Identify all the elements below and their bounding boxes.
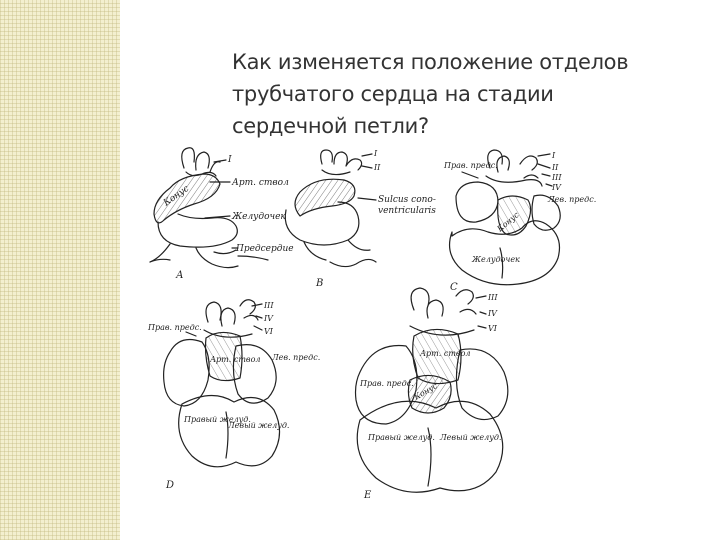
panel-b-sulcus-label-1: Sulcus cono- — [378, 195, 436, 205]
panel-d-roman-III: III — [263, 301, 274, 310]
panel-e-heart — [354, 287, 509, 493]
panel-d-right-ventricle-label: Правый желуд. — [183, 415, 251, 424]
panel-e-left-ventricle-label: Левый желуд. — [439, 433, 501, 442]
panel-e-trunk-label: Арт. ствол — [419, 349, 470, 358]
panel-a-letter: А — [175, 270, 184, 281]
panel-b-roman-II: II — [373, 163, 381, 172]
panel-b-embryonic-heart — [284, 149, 377, 268]
title-line-1: Как изменяется положение отделов — [232, 50, 629, 74]
panel-c-roman-II: II — [551, 163, 559, 172]
panel-e-right-atrium-label: Прав. предс. — [359, 379, 414, 388]
panel-c-roman-I: I — [551, 151, 556, 160]
panel-d-left-ventricle-label: Левый желуд. — [227, 421, 289, 430]
panel-e-right-ventricle-label: Правый желуд. — [367, 433, 435, 442]
panel-c-roman-III: III — [551, 173, 562, 182]
panel-a-trunk-label: Арт. ствол — [231, 178, 289, 188]
panel-d-letter: D — [165, 480, 174, 491]
panel-b-letter: В — [315, 278, 323, 289]
slide-title: Как изменяется положение отделов трубчат… — [232, 46, 652, 142]
panel-e-roman-III: III — [487, 293, 498, 302]
panel-e-roman-IV: IV — [487, 309, 498, 318]
panel-c-ventricle-label: Желудочек — [471, 255, 520, 264]
panel-c-right-atrium-label: Прав. предс. — [443, 161, 498, 170]
panel-a-embryonic-heart — [149, 147, 269, 269]
panel-b-roman-I: I — [373, 149, 378, 158]
panel-e-letter: Е — [363, 490, 372, 501]
panel-e-roman-VI: VI — [488, 324, 498, 333]
panel-d-roman-IV: IV — [263, 314, 274, 323]
panel-d-right-atrium-label: Прав. предс. — [147, 323, 202, 332]
panel-d-heart — [163, 299, 281, 468]
decorative-side-strip — [0, 0, 120, 540]
panel-a-atrium-label: Предсердие — [235, 244, 294, 254]
panel-c-letter: С — [450, 282, 458, 293]
panel-a-ventricle-label: Желудочек — [231, 212, 286, 222]
panel-d-roman-VI: VI — [264, 327, 274, 336]
panel-d-left-atrium-label: Лев. предс. — [271, 353, 320, 362]
title-line-3: сердечной петли? — [232, 114, 429, 138]
panel-b-sulcus-label-2: ventricularis — [378, 206, 436, 216]
panel-c-roman-IV: IV — [551, 183, 562, 192]
panel-a-roman-I: I — [227, 155, 232, 165]
title-line-2: трубчатого сердца на стадии — [232, 82, 554, 106]
panel-d-trunk-label: Арт. ствол — [209, 355, 260, 364]
panel-c-embryonic-heart — [449, 149, 561, 286]
panel-c-left-atrium-label: Лев. предс. — [547, 195, 596, 204]
